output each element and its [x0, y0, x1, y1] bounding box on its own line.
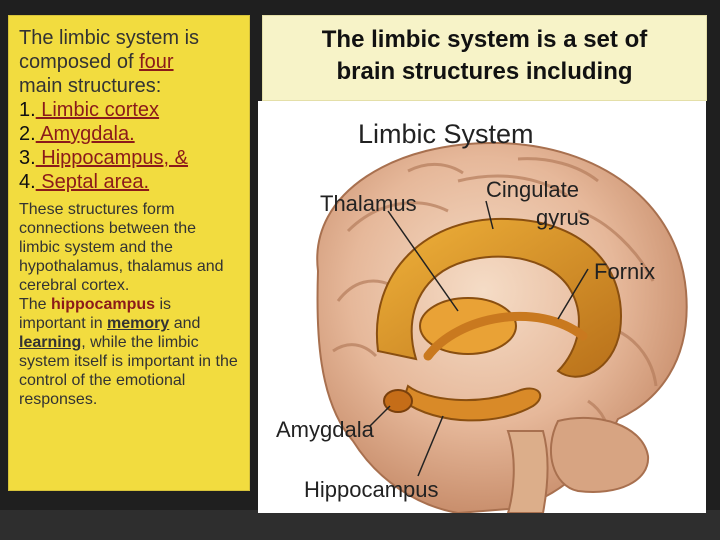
limbic-system-diagram: Limbic System Thalamus Cingulate gyrus F… [258, 101, 706, 513]
list-link[interactable]: Limbic cortex [35, 99, 160, 121]
brain-illustration: Limbic System Thalamus Cingulate gyrus F… [276, 119, 688, 513]
thalamus-label: Thalamus [320, 191, 417, 216]
para-text: is important in [19, 296, 172, 332]
list-item: 2. Amygdala. [19, 122, 239, 146]
amygdala-shape [383, 389, 413, 413]
title-line-1: The limbic system is a set of [321, 26, 648, 53]
list-link[interactable]: Septal area. [35, 171, 150, 193]
list-link[interactable]: Hippocampus, & [35, 147, 188, 169]
intro-line-2: composed of four [19, 50, 239, 74]
hippocampus-term: hippocampus [51, 296, 156, 313]
learning-link[interactable]: learning [19, 334, 82, 351]
memory-link[interactable]: memory [107, 315, 170, 332]
list-item: 1. Limbic cortex [19, 98, 239, 122]
list-link[interactable]: Amygdala. [35, 123, 135, 145]
intro-line-2-text: composed of [19, 51, 140, 73]
brain-stem [506, 430, 549, 513]
para-text: The [19, 296, 52, 313]
text-panel: The limbic system is composed of four ma… [8, 15, 250, 491]
fornix-shape [423, 311, 588, 361]
intro-text: The limbic system is composed of four ma… [19, 26, 239, 98]
cingulate-label-1: Cingulate [486, 177, 579, 202]
intro-four-link[interactable]: four [139, 51, 174, 73]
para-text: and [169, 315, 201, 332]
hippocampus-paragraph: The hippocampus is important in memory a… [19, 295, 239, 409]
slide-footer-bar [0, 510, 720, 540]
list-number: 4. [19, 171, 36, 193]
intro-line-3: main structures: [19, 75, 162, 97]
list-number: 2. [19, 123, 36, 145]
cingulate-gyrus [375, 217, 622, 378]
fornix-label: Fornix [594, 259, 655, 284]
label-leaders [369, 200, 589, 477]
intro-line-1: The limbic system is [19, 27, 200, 49]
amygdala-label: Amygdala [276, 417, 375, 442]
hippocampus-label: Hippocampus [304, 477, 439, 502]
structures-list: 1. Limbic cortex 2. Amygdala. 3. Hippoca… [19, 98, 239, 194]
hippocampus-shape [401, 384, 542, 422]
cingulate-label-2: gyrus [536, 205, 590, 230]
list-number: 1. [19, 99, 36, 121]
cerebellum [549, 416, 650, 493]
title-line-2: brain structures including [336, 58, 633, 85]
slide-title: The limbic system is a set of brain stru… [262, 15, 707, 101]
diagram-heading: Limbic System [358, 119, 534, 149]
list-item: 4. Septal area. [19, 170, 239, 194]
para-text: , while the limbic system itself is impo… [19, 334, 238, 408]
connections-paragraph: These structures form connections betwee… [19, 201, 224, 294]
list-number: 3. [19, 147, 36, 169]
list-item: 3. Hippocampus, & [19, 146, 239, 170]
